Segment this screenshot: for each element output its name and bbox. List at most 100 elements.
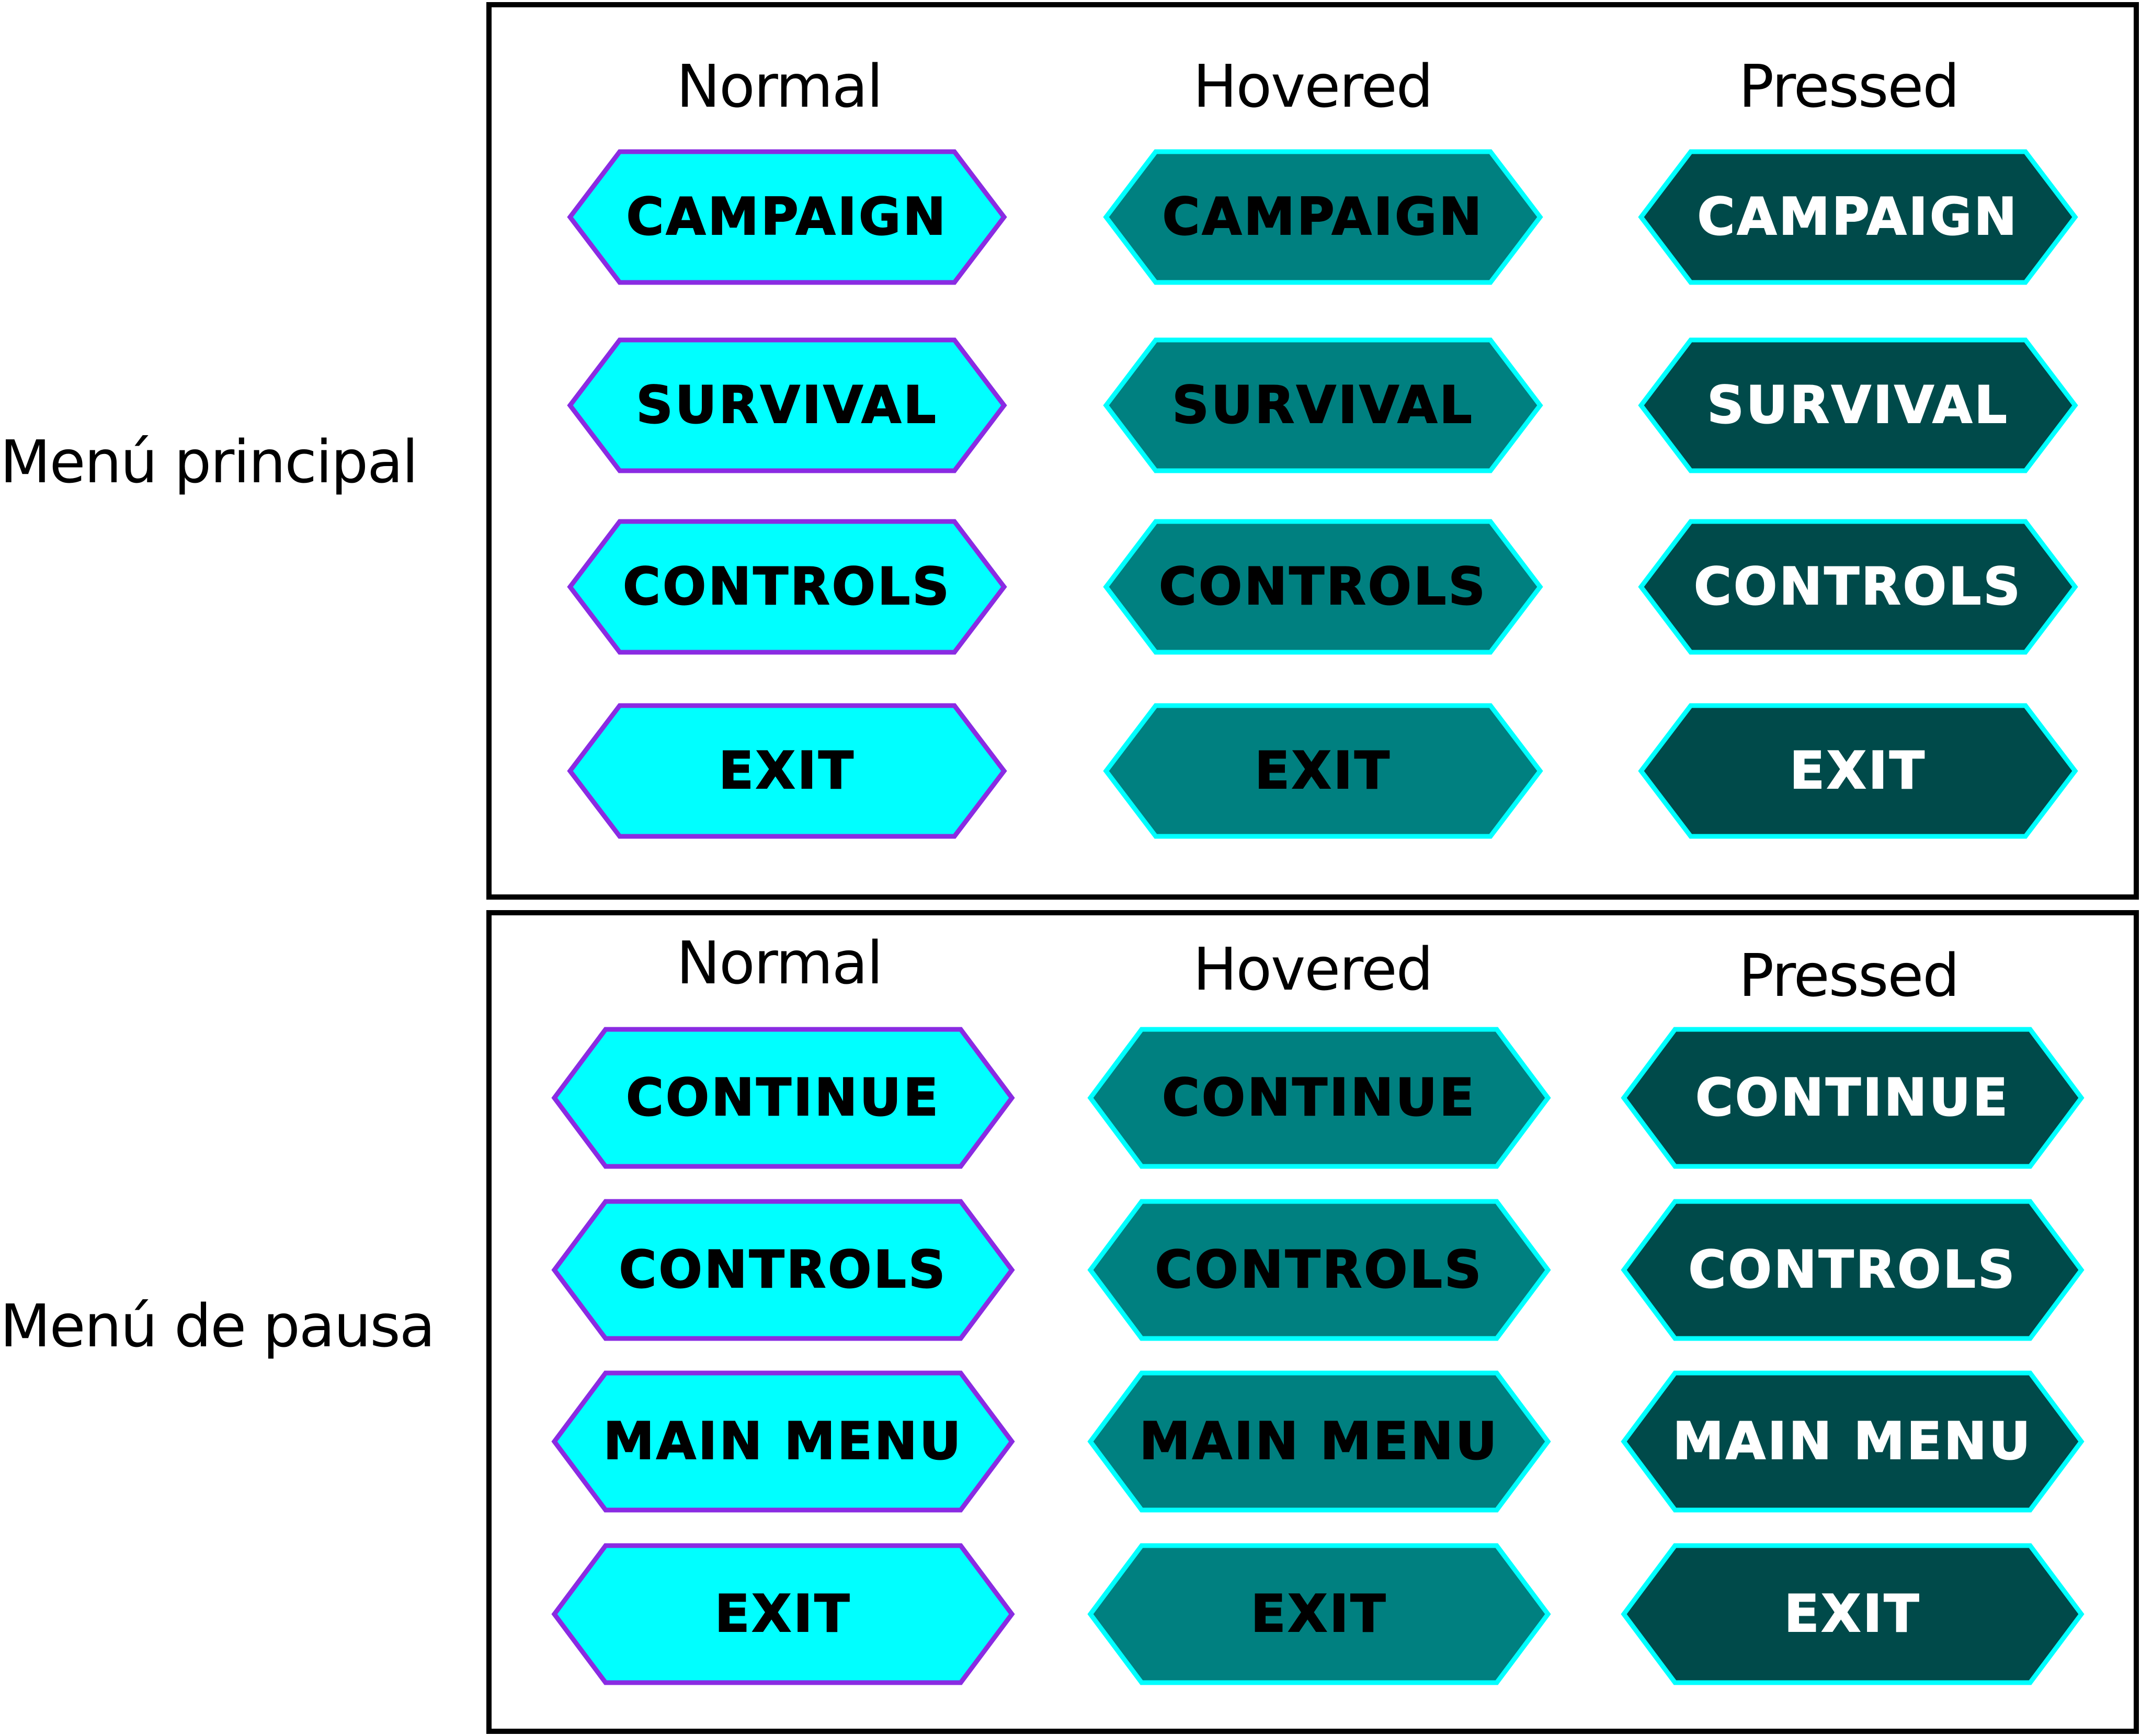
- button-label: EXIT: [1250, 1584, 1388, 1644]
- hexagon-shape: [551, 1370, 1015, 1513]
- hexagon-outline: [567, 703, 1007, 839]
- header-main-hovered: Hovered: [1193, 53, 1433, 121]
- button-label: EXIT: [714, 1584, 852, 1644]
- panel-main-menu: [486, 2, 2139, 900]
- hexagon-shape: [567, 337, 1007, 473]
- hexagon-outline: [1621, 1199, 2085, 1341]
- hexagon-outline: [1621, 1370, 2085, 1513]
- pause-menu-continue-hovered-button[interactable]: CONTINUE: [1087, 1027, 1551, 1169]
- hexagon-outline: [1103, 703, 1543, 839]
- button-label: CONTROLS: [619, 1240, 948, 1300]
- button-label: CONTINUE: [625, 1068, 941, 1128]
- header-pause-pressed: Pressed: [1738, 942, 1960, 1010]
- hexagon-shape: [1103, 703, 1543, 839]
- pause-menu-controls-pressed-button[interactable]: CONTROLS: [1621, 1199, 2085, 1341]
- pause-menu-main-menu-normal-button[interactable]: MAIN MENU: [551, 1370, 1015, 1513]
- hexagon-outline: [1638, 703, 2078, 839]
- button-label: CAMPAIGN: [1162, 187, 1484, 247]
- hexagon-shape: [1103, 519, 1543, 655]
- main-menu-campaign-normal-button[interactable]: CAMPAIGN: [567, 149, 1007, 285]
- hexagon-outline: [1103, 149, 1543, 285]
- header-main-normal: Normal: [676, 53, 883, 121]
- button-label: EXIT: [1254, 741, 1392, 801]
- button-label: CONTROLS: [1693, 557, 2022, 617]
- hexagon-shape: [567, 703, 1007, 839]
- main-menu-survival-hovered-button[interactable]: SURVIVAL: [1103, 337, 1543, 473]
- hexagon-outline: [1087, 1199, 1551, 1341]
- pause-menu-exit-hovered-button[interactable]: EXIT: [1087, 1543, 1551, 1685]
- hexagon-outline: [1638, 149, 2078, 285]
- main-menu-campaign-pressed-button[interactable]: CAMPAIGN: [1638, 149, 2078, 285]
- hexagon-outline: [1103, 337, 1543, 473]
- hexagon-shape: [1638, 703, 2078, 839]
- hexagon-shape: [1621, 1370, 2085, 1513]
- hexagon-outline: [1638, 337, 2078, 473]
- button-label: CONTINUE: [1695, 1068, 2010, 1128]
- hexagon-outline: [1103, 519, 1543, 655]
- button-label: CONTROLS: [1688, 1240, 2017, 1300]
- hexagon-outline: [567, 519, 1007, 655]
- section-label-pause-menu: Menú de pausa: [0, 1292, 435, 1360]
- main-menu-exit-normal-button[interactable]: EXIT: [567, 703, 1007, 839]
- button-label: MAIN MENU: [602, 1411, 963, 1472]
- button-label: SURVIVAL: [1706, 375, 2009, 436]
- button-label: EXIT: [1784, 1584, 1921, 1644]
- pause-menu-continue-normal-button[interactable]: CONTINUE: [551, 1027, 1015, 1169]
- hexagon-outline: [567, 337, 1007, 473]
- pause-menu-main-menu-pressed-button[interactable]: MAIN MENU: [1621, 1370, 2085, 1513]
- button-label: SURVIVAL: [1171, 375, 1474, 436]
- pause-menu-controls-hovered-button[interactable]: CONTROLS: [1087, 1199, 1551, 1341]
- header-pause-hovered: Hovered: [1193, 936, 1433, 1004]
- hexagon-outline: [1621, 1543, 2085, 1685]
- main-menu-controls-hovered-button[interactable]: CONTROLS: [1103, 519, 1543, 655]
- hexagon-shape: [551, 1199, 1015, 1341]
- button-label: CONTINUE: [1161, 1068, 1477, 1128]
- hexagon-shape: [1621, 1027, 2085, 1169]
- hexagon-shape: [1103, 149, 1543, 285]
- main-menu-campaign-hovered-button[interactable]: CAMPAIGN: [1103, 149, 1543, 285]
- header-pause-normal: Normal: [676, 929, 883, 997]
- button-label: EXIT: [1789, 741, 1927, 801]
- hexagon-shape: [1103, 337, 1543, 473]
- main-menu-exit-hovered-button[interactable]: EXIT: [1103, 703, 1543, 839]
- hexagon-outline: [1087, 1543, 1551, 1685]
- hexagon-shape: [1621, 1199, 2085, 1341]
- main-menu-survival-pressed-button[interactable]: SURVIVAL: [1638, 337, 2078, 473]
- hexagon-shape: [551, 1543, 1015, 1685]
- hexagon-shape: [551, 1027, 1015, 1169]
- main-menu-controls-normal-button[interactable]: CONTROLS: [567, 519, 1007, 655]
- hexagon-shape: [1087, 1370, 1551, 1513]
- button-label: CONTROLS: [622, 557, 951, 617]
- pause-menu-controls-normal-button[interactable]: CONTROLS: [551, 1199, 1015, 1341]
- hexagon-shape: [1638, 149, 2078, 285]
- hexagon-shape: [567, 149, 1007, 285]
- hexagon-outline: [567, 149, 1007, 285]
- hexagon-shape: [1087, 1027, 1551, 1169]
- hexagon-shape: [1621, 1543, 2085, 1685]
- hexagon-shape: [1638, 337, 2078, 473]
- hexagon-outline: [1087, 1370, 1551, 1513]
- button-label: SURVIVAL: [635, 375, 938, 436]
- hexagon-shape: [1087, 1543, 1551, 1685]
- pause-menu-exit-normal-button[interactable]: EXIT: [551, 1543, 1015, 1685]
- panel-pause-menu: [486, 910, 2139, 1734]
- main-menu-exit-pressed-button[interactable]: EXIT: [1638, 703, 2078, 839]
- button-label: CAMPAIGN: [626, 187, 948, 247]
- pause-menu-continue-pressed-button[interactable]: CONTINUE: [1621, 1027, 2085, 1169]
- hexagon-shape: [1638, 519, 2078, 655]
- button-label: CONTROLS: [1158, 557, 1487, 617]
- pause-menu-exit-pressed-button[interactable]: EXIT: [1621, 1543, 2085, 1685]
- hexagon-outline: [551, 1543, 1015, 1685]
- pause-menu-main-menu-hovered-button[interactable]: MAIN MENU: [1087, 1370, 1551, 1513]
- hexagon-shape: [1087, 1199, 1551, 1341]
- main-menu-controls-pressed-button[interactable]: CONTROLS: [1638, 519, 2078, 655]
- hexagon-outline: [1638, 519, 2078, 655]
- button-label: CAMPAIGN: [1697, 187, 2019, 247]
- hexagon-outline: [1087, 1027, 1551, 1169]
- button-label: EXIT: [718, 741, 856, 801]
- hexagon-outline: [551, 1370, 1015, 1513]
- hexagon-shape: [567, 519, 1007, 655]
- main-menu-survival-normal-button[interactable]: SURVIVAL: [567, 337, 1007, 473]
- button-label: MAIN MENU: [1672, 1411, 2033, 1472]
- button-label: CONTROLS: [1155, 1240, 1484, 1300]
